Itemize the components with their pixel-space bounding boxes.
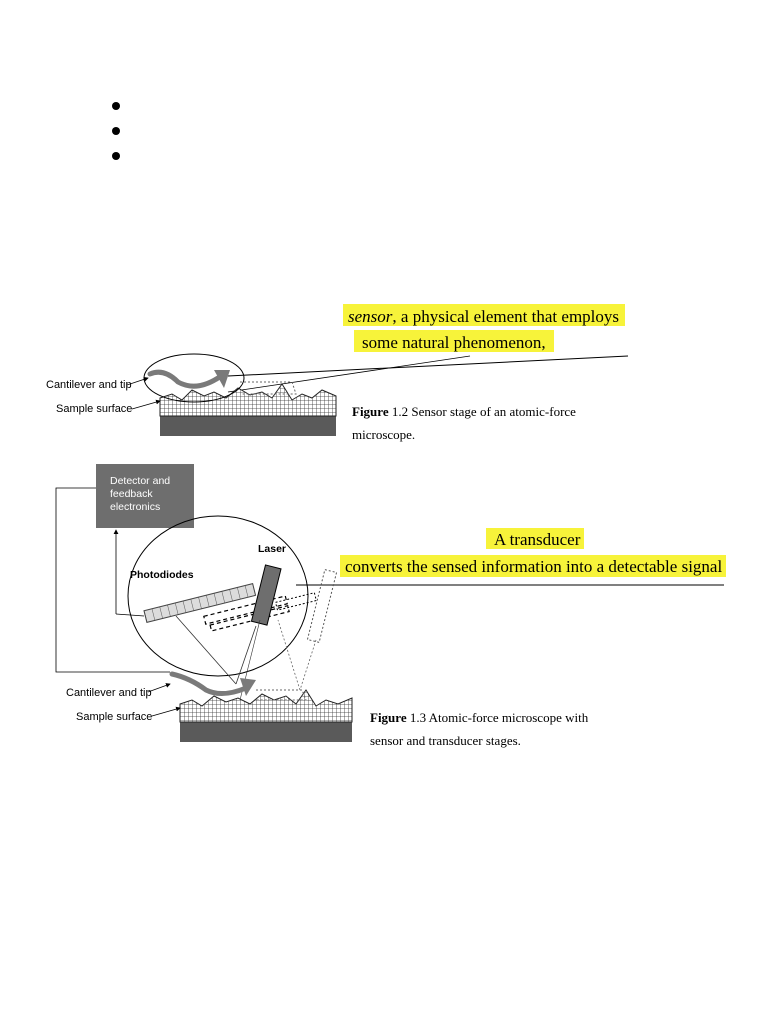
photodiode-ghost-outer [274, 592, 317, 611]
label-sample-surface-2: Sample surface [76, 711, 152, 723]
caption-1-2-line1: Figure 1.2 Sensor stage of an atomic-for… [352, 404, 576, 419]
photodiode-signal-link [115, 613, 145, 617]
figure-1-3: Detector and feedback electronics A tran… [55, 464, 726, 748]
caption-figure-word: Figure [352, 404, 389, 419]
callout-leader-top [227, 355, 629, 377]
sensor-word: sensor [348, 307, 393, 326]
laser-beam-in [235, 625, 257, 685]
label-cantilever-tip-2: Cantilever and tip [66, 687, 152, 699]
figure-1-2: sensor, a physical element that employs … [46, 304, 629, 442]
sensor-callout-line2: some natural phenomenon, [362, 333, 546, 352]
detector-label-line3: electronics [110, 501, 160, 513]
cantilever-2 [169, 671, 249, 696]
detector-label-line1: Detector and [110, 475, 170, 487]
label-cantilever-tip: Cantilever and tip [46, 379, 132, 391]
bullet-dot [112, 102, 120, 110]
caption-1-3-line1: Figure 1.3 Atomic-force microscope with [370, 710, 589, 725]
transducer-callout-line2: converts the sensed information into a d… [345, 557, 722, 576]
arrow-cantilever [126, 376, 149, 386]
arrow-cantilever-2 [147, 683, 171, 693]
sensor-callout-rest: , a physical element that employs [392, 307, 619, 326]
ghost-beam-in [299, 639, 317, 691]
cantilever [147, 369, 221, 389]
cantilever-tip-2 [240, 678, 256, 696]
highlight-transducer-line2 [340, 555, 726, 577]
ghost-beam-out [277, 619, 301, 691]
label-photodiodes: Photodiodes [130, 569, 194, 581]
highlight-transducer-line1 [486, 528, 584, 549]
highlight-sensor-line2 [354, 330, 554, 352]
cantilever-tip [214, 370, 230, 388]
caption-1-3-line2: sensor and transducer stages. [370, 733, 521, 748]
feedback-loop-line [55, 487, 170, 673]
laser-beam-reflected [175, 615, 237, 685]
photodiode-ghost [203, 595, 290, 632]
caption-figure-word-2: Figure [370, 710, 407, 725]
detector-box [96, 464, 194, 528]
sample-substrate-2 [180, 722, 352, 742]
caption-text: Sensor stage of an atomic-force [411, 404, 576, 419]
caption-1-2-line2: microscope. [352, 427, 415, 442]
bullet-dot [112, 152, 120, 160]
callout-leader-bottom [227, 355, 471, 393]
sample-surface-2 [179, 689, 353, 723]
label-sample-surface: Sample surface [56, 403, 132, 415]
laser-ghost [306, 569, 338, 643]
caption-figure-number-2: 1.3 [410, 710, 426, 725]
deflection-ghost-2 [256, 689, 307, 701]
sample-substrate [160, 416, 336, 436]
bullet-dot [112, 127, 120, 135]
arrow-sample-2 [151, 706, 181, 717]
sensor-callout-line1: sensor, a physical element that employs [348, 307, 619, 326]
transducer-callout-line1: A transducer [494, 530, 581, 549]
photodiode-array [143, 583, 257, 624]
transducer-ellipse [127, 515, 309, 677]
caption-figure-number: 1.2 [392, 404, 408, 419]
deflection-ghost [240, 381, 297, 395]
detector-label-line2: feedback [110, 488, 153, 500]
arrow-sample [131, 399, 161, 410]
caption-text-2: Atomic-force microscope with [429, 710, 589, 725]
label-laser: Laser [258, 543, 286, 555]
highlight-sensor-line1 [343, 304, 625, 326]
